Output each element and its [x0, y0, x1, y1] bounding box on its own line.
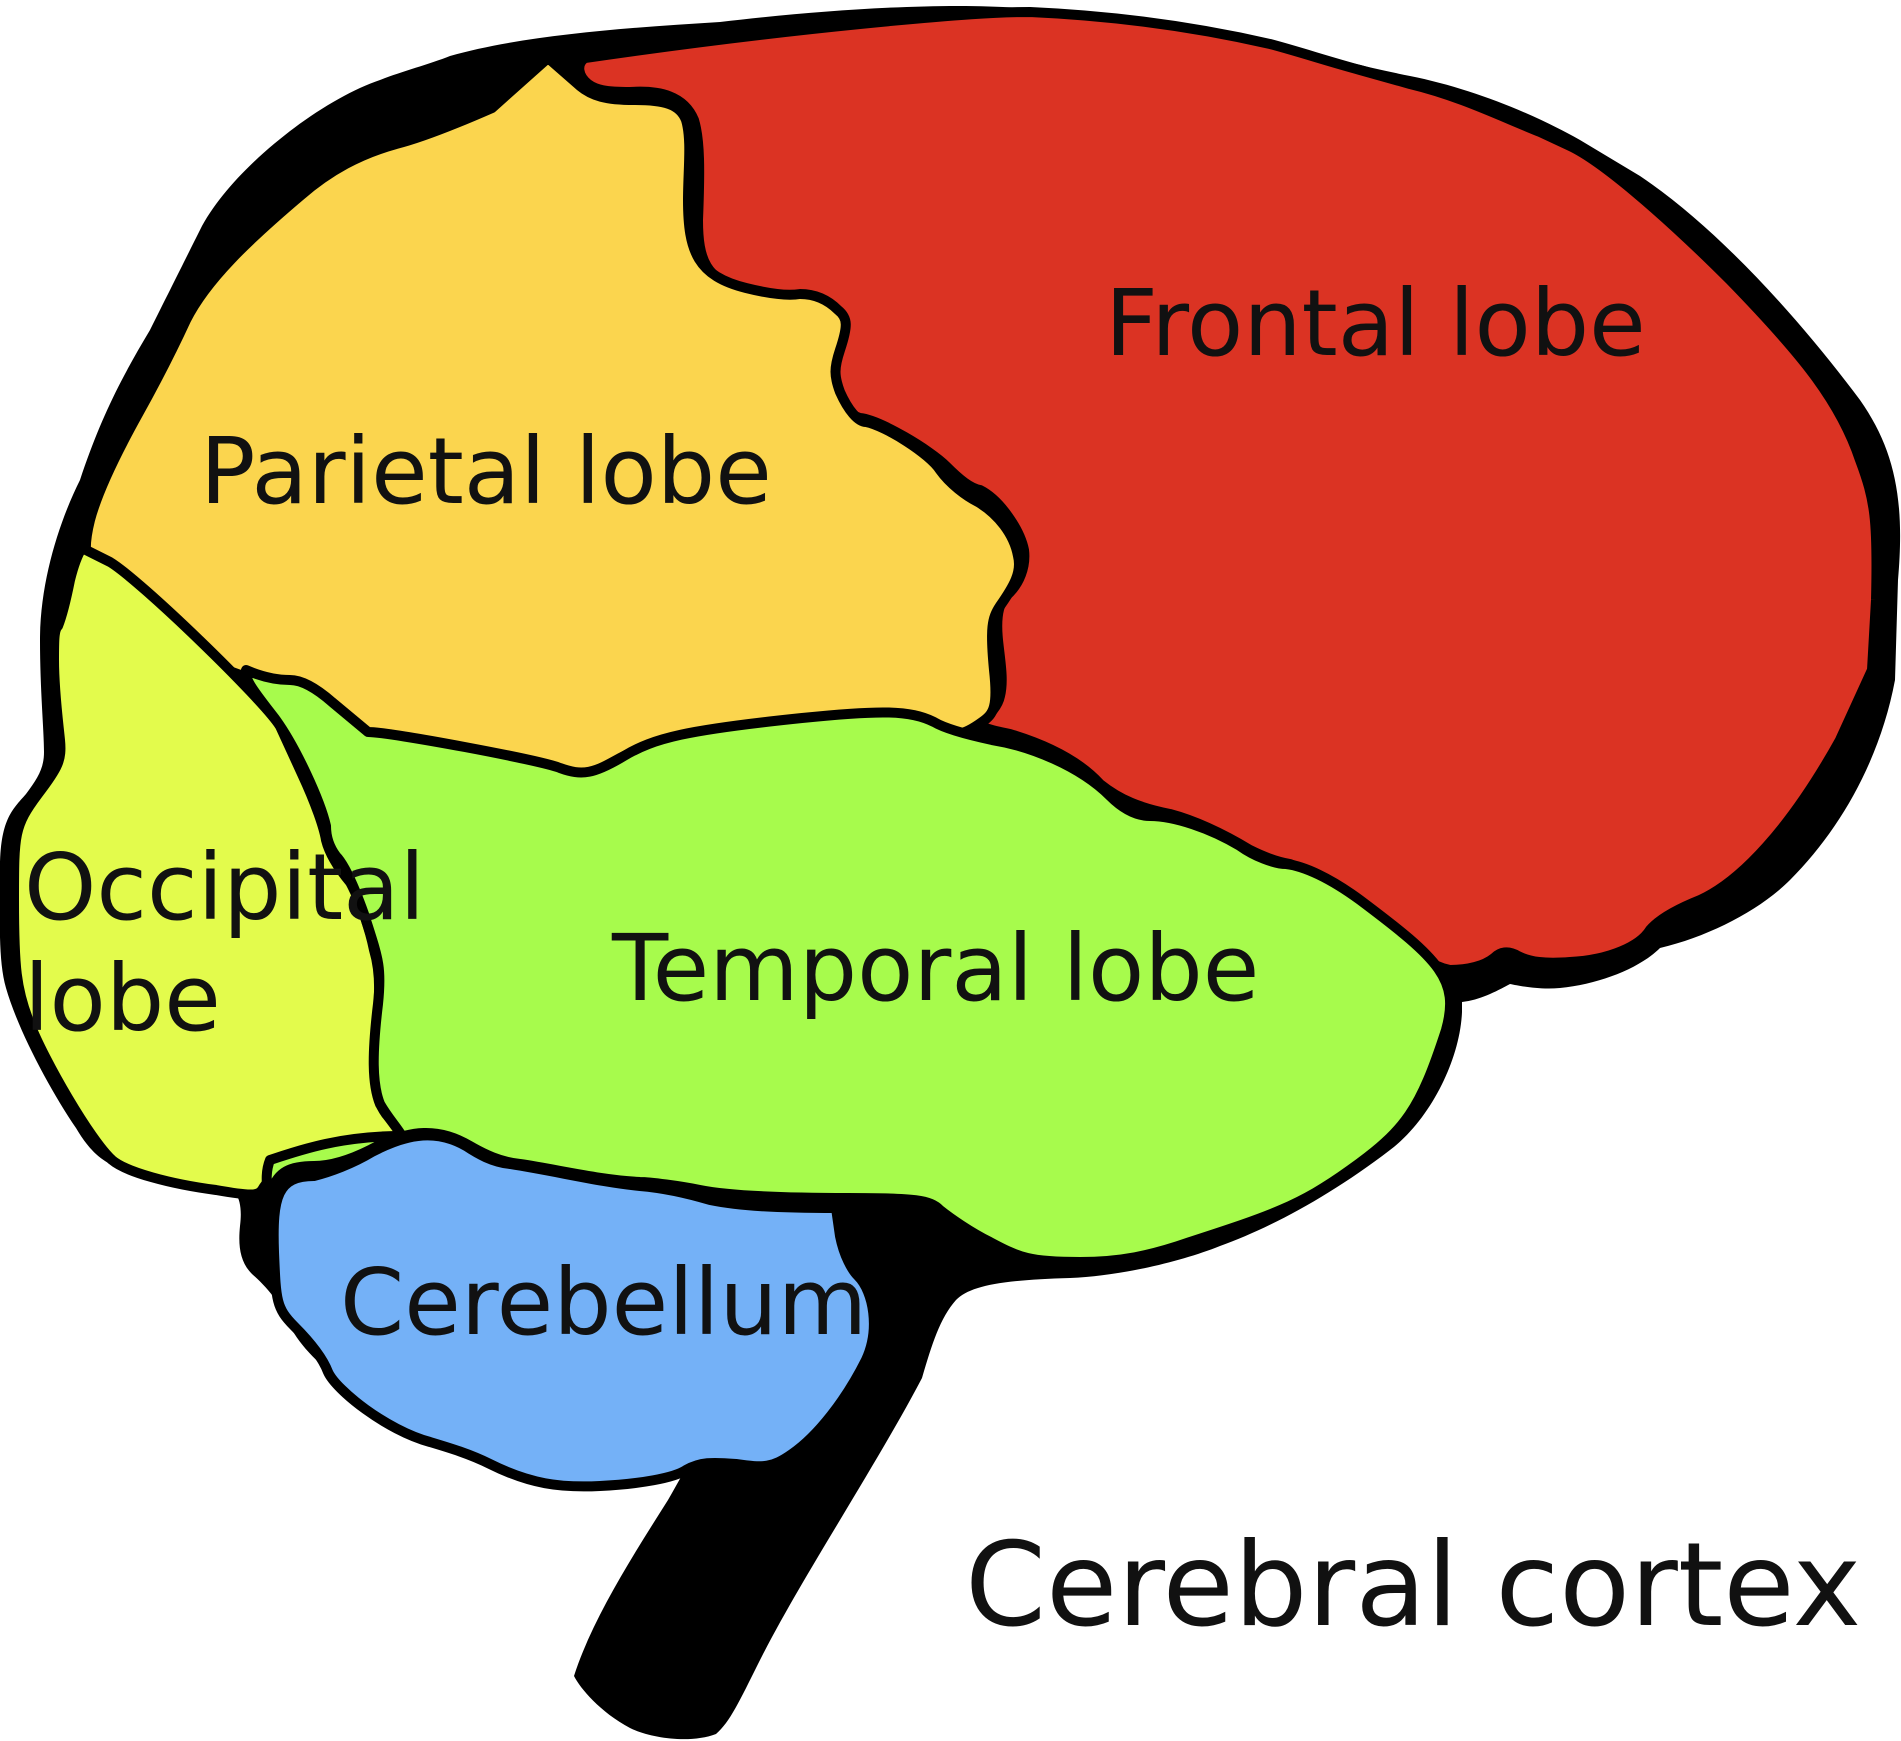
- cerebellum-label: Cerebellum: [340, 1249, 867, 1356]
- frontal-lobe-label: Frontal lobe: [1105, 270, 1646, 377]
- occipital-lobe-label-line1: Occipital: [24, 834, 425, 941]
- diagram-caption: Cerebral cortex: [965, 1518, 1861, 1653]
- temporal-lobe-label: Temporal lobe: [611, 915, 1259, 1022]
- occipital-lobe-label-line2: lobe: [24, 945, 221, 1052]
- cerebellum-region: [268, 1130, 879, 1492]
- parietal-lobe-label: Parietal lobe: [200, 418, 772, 525]
- temporal-lobe-region: [240, 665, 1456, 1267]
